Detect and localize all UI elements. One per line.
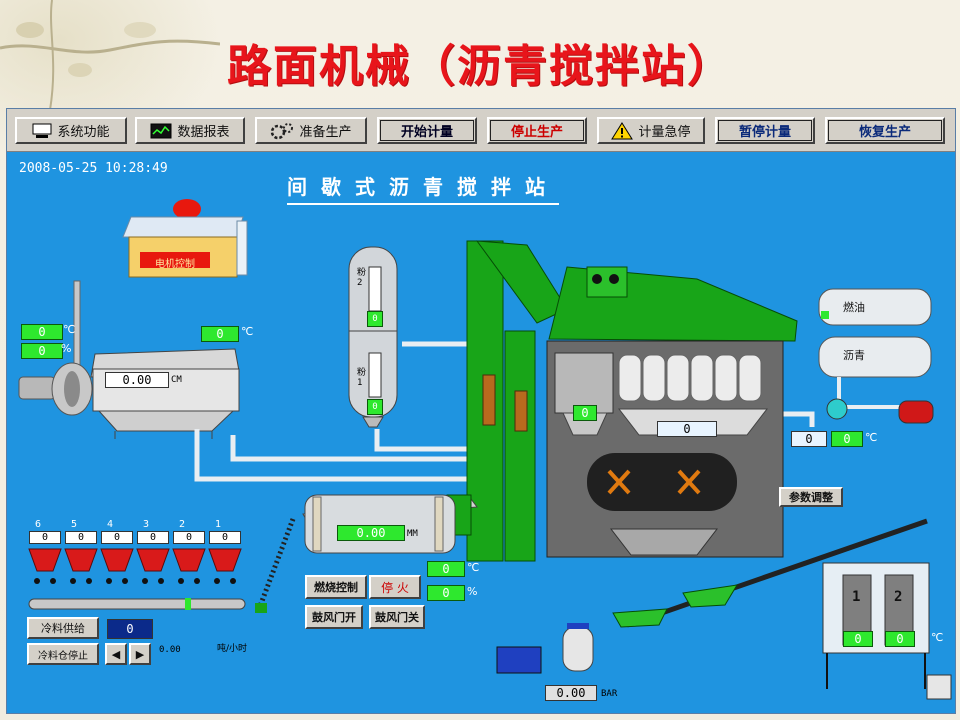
fan-open-button[interactable]: 鼓风门开 bbox=[305, 605, 363, 629]
resume-production-button[interactable]: 恢复生产 bbox=[825, 117, 945, 144]
dust-percent-readout: 0 bbox=[21, 343, 63, 359]
data-report-button[interactable]: 数据报表 bbox=[135, 117, 245, 144]
warning-icon bbox=[611, 121, 634, 139]
fuel-tank bbox=[818, 288, 932, 326]
prepare-production-label: 准备生产 bbox=[299, 125, 352, 140]
parameter-adjust-button[interactable]: 参数调整 bbox=[779, 487, 843, 507]
vine-decoration bbox=[0, 0, 220, 110]
powder-silo bbox=[348, 246, 398, 428]
burner-percent-readout: 0 bbox=[427, 585, 465, 601]
drum-unit: MM bbox=[407, 529, 418, 539]
dust-cm-readout: 0.00 bbox=[105, 372, 169, 388]
celsius-unit-3: ℃ bbox=[865, 431, 878, 444]
scada-panel: 系统功能 数据报表 准备生产 开始计量 停止生产 计量急停 暂停计量 恢复生产 … bbox=[6, 108, 956, 714]
system-function-button[interactable]: 系统功能 bbox=[15, 117, 127, 144]
mixer-fan-right bbox=[677, 469, 701, 495]
scale-readout: 0 bbox=[657, 421, 717, 437]
bin-value: 0 bbox=[173, 531, 205, 544]
hopper-readout: 0 bbox=[573, 405, 597, 421]
powder-label-bottom: 粉1 bbox=[357, 368, 367, 388]
gears-icon bbox=[271, 122, 294, 139]
bin-value: 0 bbox=[29, 531, 61, 544]
pressure-unit: BAR bbox=[601, 689, 618, 699]
asphalt-line-readout-2: 0 bbox=[831, 431, 863, 447]
bin-number: 2 bbox=[179, 519, 186, 530]
percent-unit-2: % bbox=[467, 585, 478, 598]
bin-number: 5 bbox=[71, 519, 78, 530]
cold-feed-count: 0 bbox=[107, 619, 153, 639]
motor-control-label: 电机控制 bbox=[155, 259, 195, 270]
arrow-left-button[interactable]: ◀ bbox=[105, 643, 127, 665]
data-report-label: 数据报表 bbox=[177, 125, 230, 140]
bin-value: 0 bbox=[101, 531, 133, 544]
bin-number: 3 bbox=[143, 519, 150, 530]
datetime-display: 2008-05-25 10:28:49 bbox=[19, 161, 168, 176]
storage-bin-2-label: 2 bbox=[894, 589, 903, 605]
cold-feed-button[interactable]: 冷料供给 bbox=[27, 617, 99, 639]
cm-unit: CM bbox=[171, 375, 182, 385]
powder-label-top: 粉2 bbox=[357, 268, 367, 288]
dust-collector bbox=[90, 348, 240, 439]
plant-title: 间歇式沥青搅拌站 bbox=[287, 171, 559, 205]
arrow-left-icon: ◀ bbox=[111, 647, 121, 661]
feed-rate: 0.00 bbox=[159, 645, 181, 655]
celsius-unit-2: ℃ bbox=[241, 325, 254, 338]
prepare-production-button[interactable]: 准备生产 bbox=[255, 117, 367, 144]
motor-control-house bbox=[122, 199, 248, 278]
slide-title: 路面机械（沥青搅拌站） bbox=[227, 41, 733, 92]
powder-top-readout: 0 bbox=[367, 311, 383, 327]
process-diagram bbox=[18, 199, 952, 700]
system-function-label: 系统功能 bbox=[57, 125, 110, 140]
feed-rate-unit: 吨/小时 bbox=[217, 644, 248, 654]
bin-number: 4 bbox=[107, 519, 114, 530]
chart-icon bbox=[150, 123, 172, 138]
storage-bin-1-readout: 0 bbox=[843, 631, 873, 647]
asphalt-line-readout-1: 0 bbox=[791, 431, 827, 447]
asphalt-tank-label: 沥青 bbox=[843, 349, 865, 362]
celsius-unit: ℃ bbox=[63, 323, 76, 336]
bin-value: 0 bbox=[209, 531, 241, 544]
mixing-tower bbox=[546, 266, 798, 558]
pause-metering-button[interactable]: 暂停计量 bbox=[715, 117, 815, 144]
toolbar: 系统功能 数据报表 准备生产 开始计量 停止生产 计量急停 暂停计量 恢复生产 bbox=[7, 109, 955, 152]
storage-bin-2-readout: 0 bbox=[885, 631, 915, 647]
computer-icon bbox=[32, 123, 52, 138]
emergency-stop-label: 计量急停 bbox=[638, 125, 691, 140]
percent-unit: % bbox=[61, 342, 72, 355]
bin-number: 1 bbox=[215, 519, 222, 530]
celsius-unit-4: ℃ bbox=[467, 561, 480, 574]
burner-fan bbox=[18, 362, 93, 416]
compressor-pressure: 0.00 bbox=[545, 685, 597, 701]
stop-production-button[interactable]: 停止生产 bbox=[487, 117, 587, 144]
fan-close-button[interactable]: 鼓风门关 bbox=[369, 605, 425, 629]
powder-bottom-readout: 0 bbox=[367, 399, 383, 415]
dust-temp-readout: 0 bbox=[21, 324, 63, 340]
burner-temp-readout: 0 bbox=[427, 561, 465, 577]
bin-value: 0 bbox=[65, 531, 97, 544]
emergency-stop-button[interactable]: 计量急停 bbox=[597, 117, 705, 144]
cold-bin-stop-button[interactable]: 冷料仓停止 bbox=[27, 643, 99, 665]
air-compressor bbox=[496, 623, 594, 674]
arrow-right-icon: ▶ bbox=[135, 647, 145, 661]
asphalt-tank bbox=[818, 336, 934, 424]
bin-number: 6 bbox=[35, 519, 42, 530]
storage-bin-1-label: 1 bbox=[852, 589, 861, 605]
hot-mix-conveyor bbox=[612, 518, 928, 628]
burner-control-button[interactable]: 燃烧控制 bbox=[305, 575, 367, 599]
bin-value: 0 bbox=[137, 531, 169, 544]
cold-feed-bins bbox=[28, 548, 246, 610]
drum-readout: 0.00 bbox=[337, 525, 405, 541]
celsius-unit-5: ℃ bbox=[931, 631, 944, 644]
fuel-tank-label: 燃油 bbox=[843, 301, 865, 314]
dust-temp2-readout: 0 bbox=[201, 326, 239, 342]
arrow-right-button[interactable]: ▶ bbox=[129, 643, 151, 665]
start-metering-button[interactable]: 开始计量 bbox=[377, 117, 477, 144]
burner-status: 停 火 bbox=[369, 575, 421, 599]
mixer-fan-left bbox=[607, 469, 631, 495]
bucket-elevator bbox=[302, 240, 568, 562]
